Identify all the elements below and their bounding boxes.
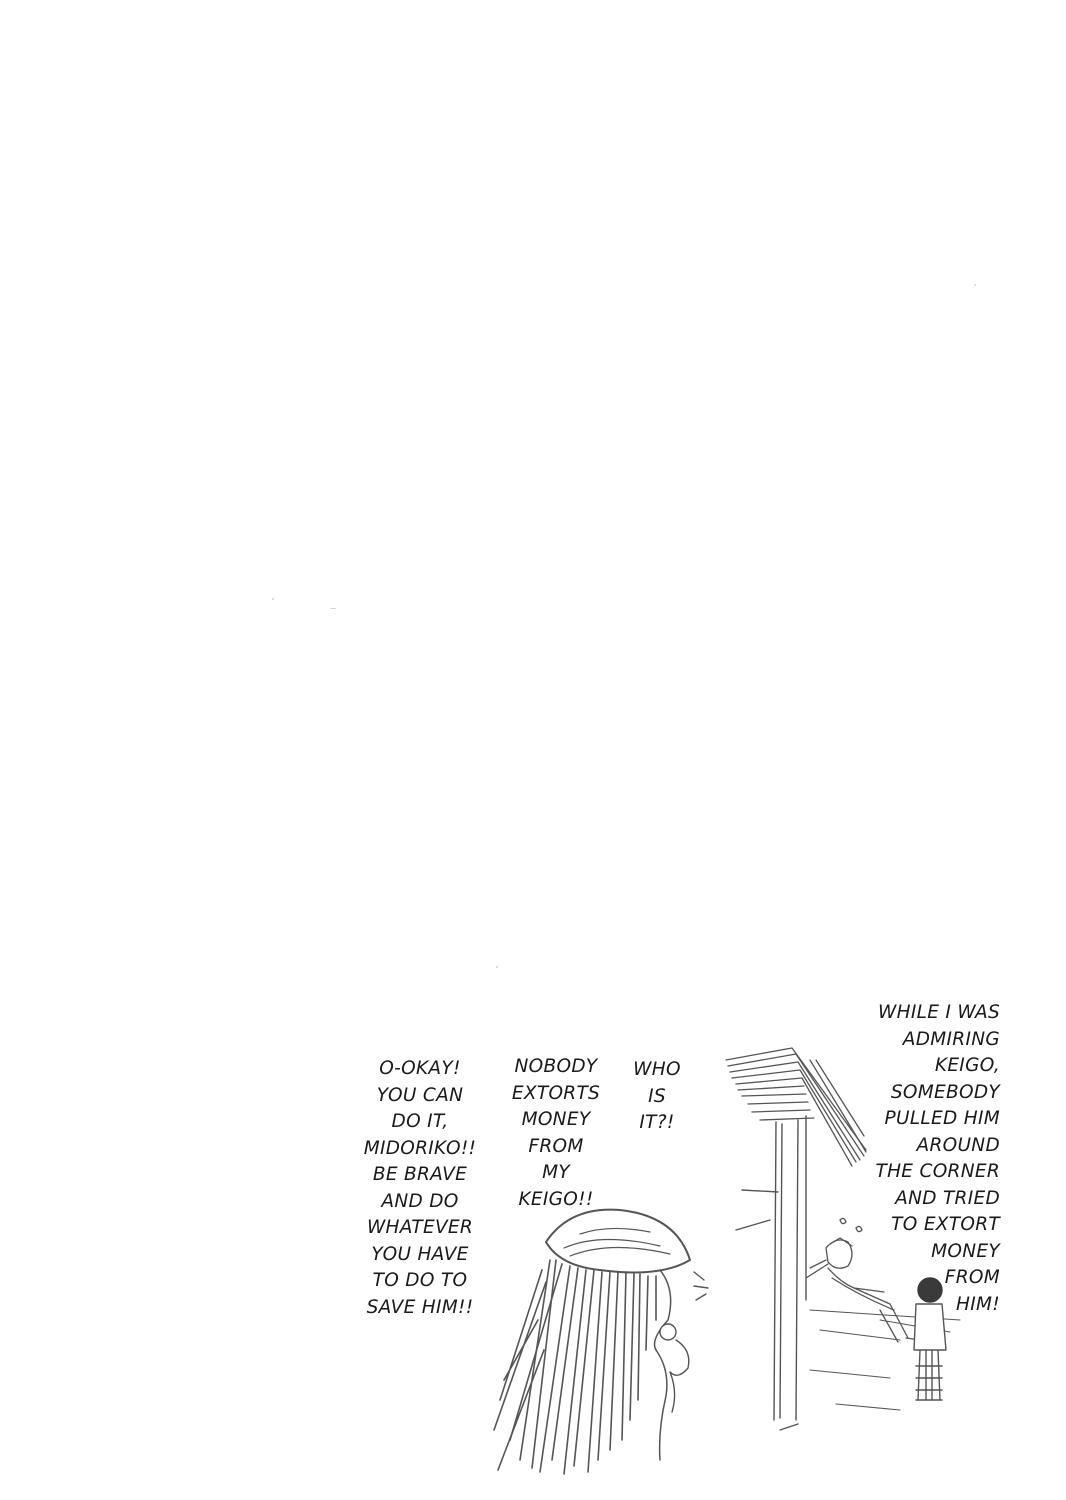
caption-while-admiring: WHILE I WAS ADMIRING KEIGO, SOMEBODY PUL… [850, 1000, 1000, 1318]
caption-line: FROM [528, 1135, 584, 1157]
caption-line: WHILE I WAS [878, 1002, 1000, 1023]
caption-line: YOU HAVE [371, 1243, 469, 1265]
caption-line: SOMEBODY [890, 1081, 1000, 1103]
caption-line: ADMIRING [902, 1028, 1000, 1050]
caption-line: THE CORNER [875, 1161, 1000, 1182]
thug-figure-sketch [805, 1217, 921, 1343]
caption-line: WHATEVER [366, 1217, 474, 1238]
caption-line: MY [542, 1162, 570, 1183]
caption-line: AND DO [381, 1190, 459, 1212]
caption-line: KEIGO!! [518, 1188, 594, 1210]
caption-line: WHO [633, 1059, 681, 1080]
caption-line: EXTORTS [511, 1082, 601, 1104]
paper-speck [974, 284, 976, 286]
sketch-scene [493, 1047, 961, 1475]
caption-who-is-it: WHO IS IT?! [622, 1057, 692, 1137]
caption-line: SAVE HIM!! [366, 1296, 474, 1318]
building-roof-sketch [725, 1047, 867, 1167]
paper-speck [330, 608, 336, 609]
caption-line: TO EXTORT [891, 1214, 1000, 1235]
caption-line: TO DO TO [372, 1270, 468, 1291]
caption-line: NOBODY [514, 1056, 598, 1077]
paper-speck [496, 966, 498, 968]
caption-line: MONEY [521, 1109, 591, 1130]
caption-okay: O-OKAY! YOU CAN DO IT, MIDORIKO!! BE BRA… [346, 1056, 494, 1321]
caption-line: HIM! [956, 1293, 1000, 1315]
midoriko-figure-sketch [493, 1208, 709, 1475]
caption-line: PULLED HIM [884, 1108, 1000, 1129]
building-wall-sketch [735, 1115, 807, 1431]
keigo-figure-sketch [913, 1277, 947, 1401]
caption-line: FROM [944, 1267, 1000, 1288]
caption-line: AND TRIED [895, 1187, 1000, 1209]
caption-nobody: NOBODY EXTORTS MONEY FROM MY KEIGO!! [500, 1054, 612, 1213]
caption-line: KEIGO, [934, 1055, 1000, 1076]
caption-line: DO IT, [391, 1111, 449, 1132]
caption-line: YOU CAN [376, 1084, 464, 1106]
paper-speck [272, 598, 274, 600]
caption-line: AROUND [916, 1134, 1000, 1156]
caption-line: IS [648, 1085, 666, 1107]
caption-line: O-OKAY! [379, 1058, 461, 1079]
caption-line: IT?! [639, 1112, 675, 1133]
caption-line: MONEY [931, 1240, 1000, 1262]
caption-line: MIDORIKO!! [363, 1137, 477, 1159]
caption-line: BE BRAVE [372, 1164, 468, 1185]
